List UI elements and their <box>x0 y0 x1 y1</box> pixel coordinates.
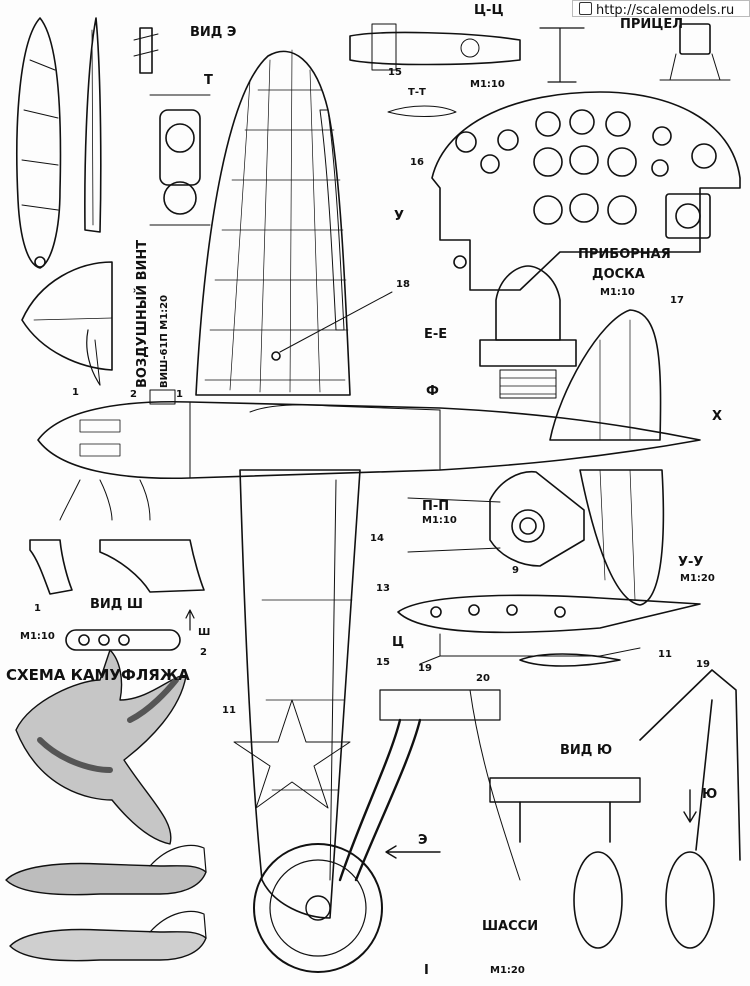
camo-topview <box>15 649 187 845</box>
u-mark: У <box>394 209 405 224</box>
section-uu <box>397 594 701 667</box>
t-mark: Т <box>204 73 213 88</box>
section-tt <box>387 105 457 117</box>
callout-1b: 1 <box>176 389 183 400</box>
x-mark: Х <box>712 409 723 424</box>
gear-label: ШАССИ <box>482 919 539 934</box>
fuselage-side <box>37 389 701 480</box>
view-e-label: ВИД Э <box>190 25 237 40</box>
callout-15: 15 <box>388 67 402 78</box>
callout-2b: 2 <box>200 647 207 658</box>
callout-9: 9 <box>512 565 519 576</box>
watermark-badge[interactable]: http://scalemodels.ru <box>572 0 750 18</box>
propeller-label: ВОЗДУШНЫЙ ВИНТ <box>135 239 150 388</box>
c-mark: Ц <box>392 635 405 650</box>
e-mark: Э <box>418 833 428 848</box>
view-sh-scale: М1:10 <box>20 631 55 642</box>
camo-scheme-label: СХЕМА КАМУФЛЯЖА <box>6 666 190 684</box>
section-cc-scale: М1:10 <box>470 79 505 90</box>
view-yu-label: ВИД Ю <box>560 743 613 758</box>
section-tt-label: Т-Т <box>408 87 426 98</box>
callout-2: 2 <box>130 389 137 400</box>
callout-1c: 1 <box>34 603 41 614</box>
section-cc <box>349 23 521 71</box>
section-uu-scale: М1:20 <box>680 573 715 584</box>
i-mark: I <box>424 963 429 978</box>
propeller-blade-side <box>84 17 102 233</box>
arrow-e <box>385 845 441 859</box>
view-e-detail <box>133 27 211 226</box>
f-mark: Ф <box>426 384 439 399</box>
section-uu-label: У-У <box>678 555 704 570</box>
callout-16: 16 <box>410 157 424 168</box>
view-sh-label: ВИД Ш <box>90 597 143 612</box>
panel-title2-label: ДОСКА <box>592 267 645 282</box>
watermark-text: http://scalemodels.ru <box>596 3 735 18</box>
landing-gear-side <box>253 689 521 973</box>
view-sh-detail <box>65 609 195 651</box>
camo-sideview-1 <box>5 844 207 896</box>
propeller-model-label: ВИШ-61П М1:20 <box>159 294 170 388</box>
panel-title-label: ПРИБОРНАЯ <box>578 247 671 262</box>
lower-wing <box>233 469 361 919</box>
camo-sideview-2 <box>9 910 207 962</box>
panel-scale-label: М1:10 <box>600 287 635 298</box>
callout-15b: 15 <box>376 657 390 668</box>
callout-11b: 11 <box>222 705 236 716</box>
callout-14: 14 <box>370 533 384 544</box>
gunsight-label: ПРИЦЕЛ <box>620 17 684 32</box>
sh-mark: Ш <box>198 627 211 638</box>
landing-gear-front <box>489 669 741 949</box>
section-ee <box>479 265 577 399</box>
section-cc-label: Ц-Ц <box>474 3 504 18</box>
yu-mark: Ю <box>702 787 718 802</box>
tail-fin <box>549 309 665 606</box>
section-ee-label: Е-Е <box>424 327 448 342</box>
gunsight-view <box>539 23 731 83</box>
exhaust-pipes <box>29 479 205 595</box>
instrument-panel <box>431 91 741 291</box>
callout-19b: 19 <box>696 659 710 670</box>
section-pp <box>407 471 585 567</box>
section-pp-label: П-П <box>422 499 450 514</box>
propeller-blade-front <box>16 17 62 269</box>
callout-17: 17 <box>670 295 684 306</box>
section-pp-scale: М1:10 <box>422 515 457 526</box>
gear-scale-label: М1:20 <box>490 965 525 976</box>
callout-1: 1 <box>72 387 79 398</box>
wing-planform <box>195 49 393 396</box>
callout-13: 13 <box>376 583 390 594</box>
callout-11: 11 <box>658 649 672 660</box>
arrow-yu <box>683 789 697 823</box>
callout-18: 18 <box>396 279 410 290</box>
callout-20: 20 <box>476 673 490 684</box>
callout-19: 19 <box>418 663 432 674</box>
propeller-spinner <box>21 261 113 386</box>
site-icon <box>579 2 592 15</box>
